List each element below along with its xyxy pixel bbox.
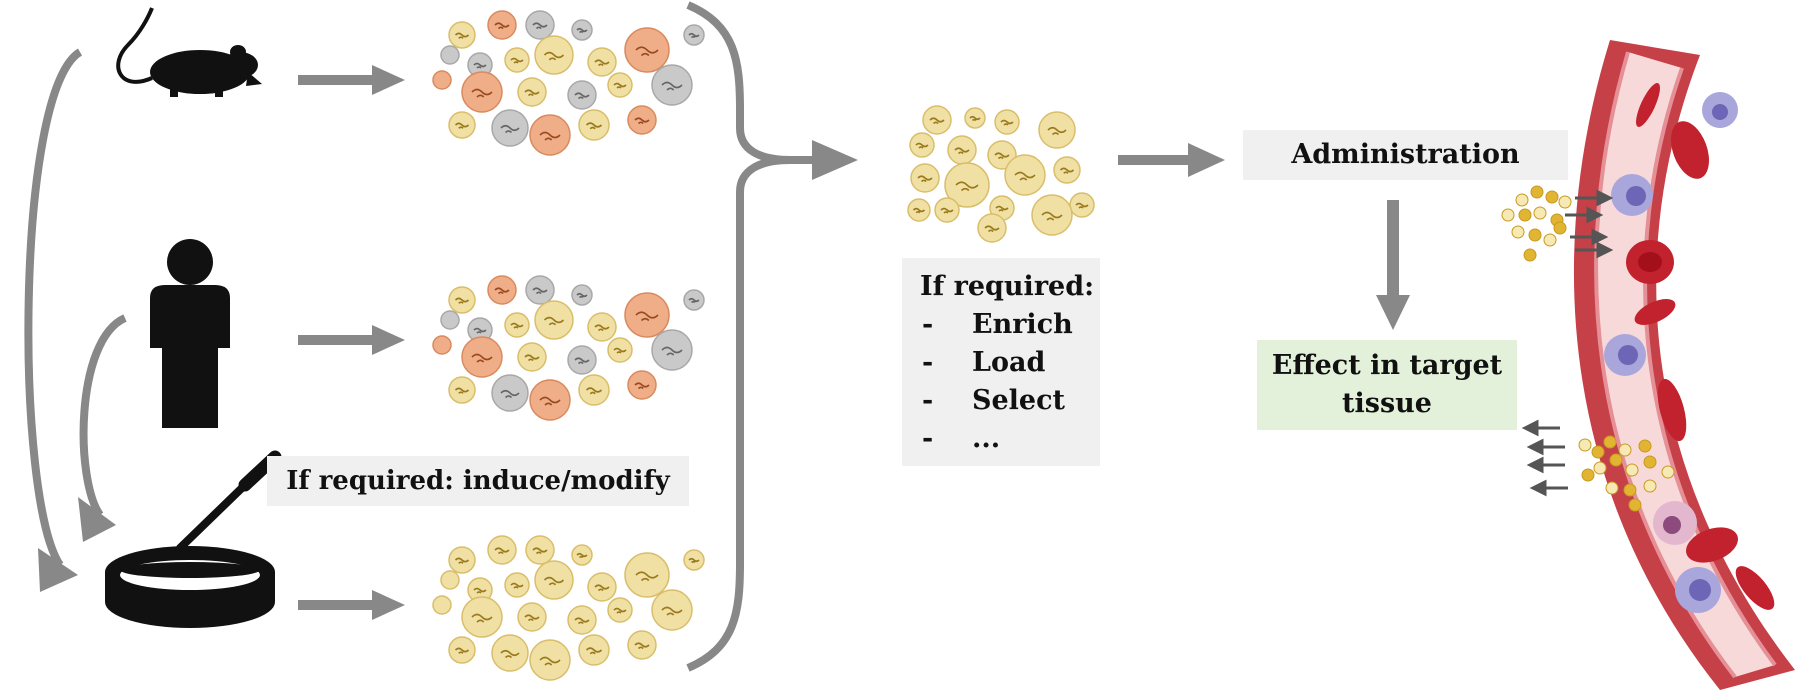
arrow-admin-to-effect	[1376, 200, 1410, 330]
exit-arrows	[1521, 419, 1568, 497]
step-item: - Enrich	[920, 306, 1100, 344]
arrow-mouse-to-vesicles	[298, 65, 405, 95]
petri-dish-icon	[105, 546, 275, 628]
arrow-person-to-vesicles	[298, 325, 405, 355]
vesicle-cluster-dish	[432, 535, 705, 681]
step-item: -...	[920, 420, 1100, 458]
required-title: If required:	[920, 271, 1095, 302]
curved-arrow-head-1	[38, 548, 78, 592]
vesicle-cluster-person	[432, 275, 705, 421]
step-label: Enrich	[972, 309, 1073, 340]
induce-modify-label: If required: induce/modify	[267, 456, 689, 506]
particles-uptake-top	[1501, 185, 1572, 262]
step-bullet: -	[922, 423, 934, 454]
step-bullet: -	[922, 385, 934, 416]
particles-uptake-bottom	[1578, 435, 1675, 512]
pipette-icon	[176, 450, 282, 552]
step-label: Load	[972, 347, 1046, 378]
processing-steps-box: If required: - Enrich - Load - Select -...	[902, 258, 1100, 466]
arrow-dish-to-vesicles	[298, 590, 405, 620]
step-label: ...	[972, 423, 1001, 454]
step-item: - Load	[920, 344, 1100, 382]
step-bullet: -	[922, 309, 934, 340]
entry-arrows	[1565, 189, 1614, 259]
person-icon	[150, 239, 230, 428]
vesicle-cluster-merged	[907, 105, 1095, 243]
mouse-icon	[116, 7, 262, 97]
step-label: Select	[972, 385, 1066, 416]
merge-brace-arrow	[686, 1, 858, 672]
step-bullet: -	[922, 347, 934, 378]
arrow-to-administration	[1118, 143, 1225, 177]
vesicle-cluster-mouse	[432, 10, 705, 156]
curved-arrow-head-2	[78, 497, 116, 542]
blood-vessel-icon	[1573, 40, 1795, 690]
effect-target-tissue-label: Effect in target tissue	[1257, 340, 1517, 430]
curved-arrow-mouse-to-dish	[24, 48, 83, 568]
curved-arrow-person-to-dish	[79, 314, 127, 518]
administration-label: Administration	[1243, 130, 1568, 180]
step-item: - Select	[920, 382, 1100, 420]
